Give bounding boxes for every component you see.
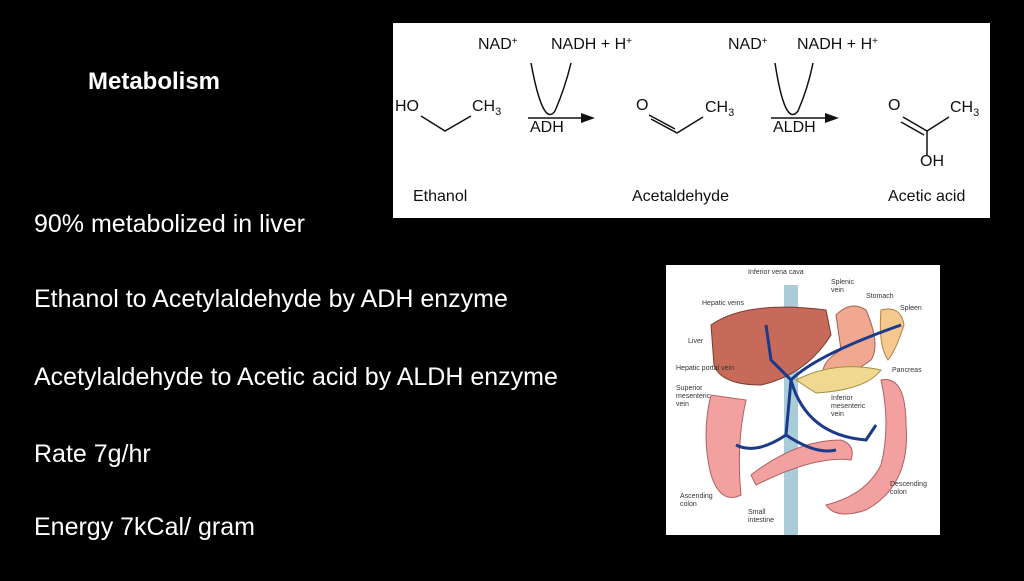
acetic-acid-label: Acetic acid — [888, 188, 966, 205]
oh-acetic: OH — [920, 153, 944, 170]
ch3-acetic: CH3 — [950, 99, 980, 120]
bullet-aldh: Acetylaldehyde to Acetic acid by ALDH en… — [34, 363, 558, 391]
label-hepatic-portal: Hepatic portal vein — [676, 365, 734, 372]
adh-enzyme: ADH — [530, 119, 564, 136]
acetaldehyde-label: Acetaldehyde — [632, 188, 729, 205]
ch3-ethanol: CH3 — [472, 98, 502, 119]
bullet-adh: Ethanol to Acetylaldehyde by ADH enzyme — [34, 285, 508, 313]
anatomy-illustration — [705, 285, 907, 535]
label-splenic: Splenic vein — [831, 279, 854, 294]
label-superior-mesenteric: Superior mesenteric vein — [676, 385, 711, 408]
label-stomach: Stomach — [866, 293, 894, 300]
aldh-enzyme: ALDH — [773, 119, 816, 136]
o-acetaldehyde: O — [636, 97, 649, 114]
bullet-energy: Energy 7kCal/ gram — [34, 513, 255, 541]
nad-label-1: NAD+ — [478, 36, 518, 53]
label-liver: Liver — [688, 338, 704, 345]
nad-label-2: NAD+ — [728, 36, 768, 53]
nadh-label-1: NADH + H+ — [551, 36, 632, 53]
label-descending-colon: Descending colon — [890, 481, 927, 496]
o-acetic: O — [888, 97, 901, 114]
label-hepatic-veins: Hepatic veins — [702, 300, 745, 307]
nadh-label-2: NADH + H+ — [797, 36, 878, 53]
bullet-liver: 90% metabolized in liver — [34, 210, 305, 238]
ho-group: HO — [395, 98, 419, 115]
reaction-diagram: NAD+ NADH + H+ NAD+ NADH + H+ HO CH3 ADH… — [393, 23, 990, 218]
label-spleen: Spleen — [900, 305, 922, 312]
label-ivc: Inferior vena cava — [748, 269, 804, 276]
label-pancreas: Pancreas — [892, 367, 922, 374]
label-small-intestine: Small intestine — [748, 509, 775, 524]
reaction-bonds — [420, 62, 950, 155]
slide-title: Metabolism — [88, 68, 221, 95]
label-inferior-mesenteric: Inferior mesenteric vein — [831, 395, 866, 418]
label-ascending-colon: Ascending colon — [680, 493, 713, 508]
bullet-rate: Rate 7g/hr — [34, 440, 151, 468]
portal-circulation-figure: Inferior vena cava Hepatic veins Liver H… — [666, 265, 940, 535]
ch3-acetaldehyde: CH3 — [705, 99, 735, 120]
ethanol-label: Ethanol — [413, 188, 468, 205]
